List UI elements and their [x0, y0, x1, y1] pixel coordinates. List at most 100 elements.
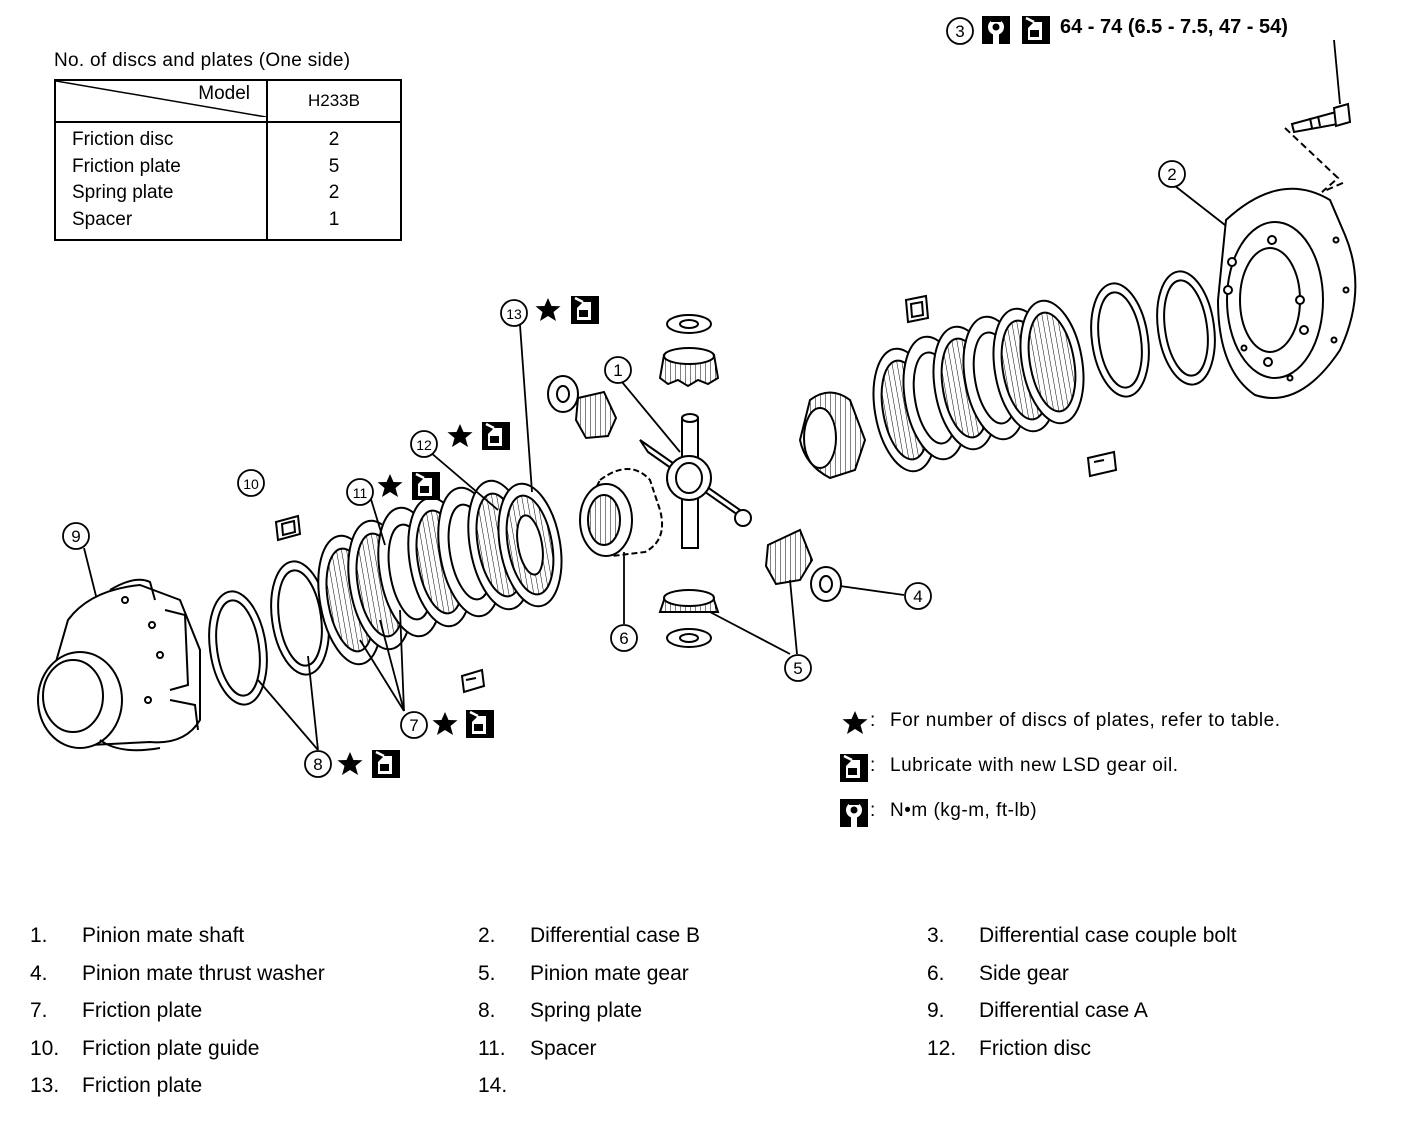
- couple-bolt: [1284, 102, 1352, 193]
- star-icon: [377, 474, 403, 497]
- callout-number: 7: [409, 716, 418, 735]
- oil-can-icon: [1020, 14, 1052, 46]
- star-icon: [535, 298, 561, 321]
- part-number: 9.: [927, 999, 945, 1022]
- callout-number: 3: [955, 22, 964, 41]
- discs-plates-table: Model H233B Friction disc Friction plate…: [54, 79, 402, 241]
- callout-number: 4: [913, 587, 922, 606]
- table-title: No. of discs and plates (One side): [54, 50, 351, 71]
- oil-can-icon: [410, 470, 442, 502]
- callout-number: 6: [619, 629, 628, 648]
- row-name: Friction disc: [72, 129, 174, 150]
- row-names: Friction disc Friction plate Spring plat…: [55, 122, 268, 240]
- part-item: 5. Pinion mate gear: [478, 962, 918, 992]
- part-item: 8.Spring plate: [478, 999, 918, 1029]
- row-value: 5: [328, 155, 340, 177]
- side-gear-left: [579, 468, 664, 558]
- row-name: Spacer: [72, 208, 133, 230]
- callout-circle: [500, 299, 528, 327]
- row-name: Friction plate: [72, 155, 181, 177]
- callout-1: 1: [604, 356, 632, 384]
- model-label: Model: [198, 83, 250, 104]
- callout-8: 8: [304, 750, 332, 778]
- callout-4: 4: [904, 582, 932, 610]
- callout-3: 3: [946, 17, 974, 45]
- callout-number: 13: [506, 306, 522, 322]
- legend-oil: :Lubricate with new LSD gear oil.: [870, 755, 1179, 776]
- callout-10: 10: [237, 469, 265, 497]
- part-number: 3.: [927, 924, 945, 947]
- part-label: Spring plate: [530, 999, 643, 1022]
- legend-star: :For number of discs of plates, refer to…: [870, 710, 1281, 731]
- legend-torque: :N•m (kg-m, ft-lb): [870, 800, 1038, 821]
- part-label: Spacer: [530, 1036, 597, 1060]
- differential-case-a: [37, 578, 201, 752]
- part-label: Friction disc: [979, 1036, 1092, 1060]
- star-icon: [447, 424, 473, 447]
- pinion-mate-shaft: [639, 413, 752, 549]
- legend-text: Lubricate with new LSD gear oil.: [890, 755, 1179, 776]
- part-item: 14.: [478, 1074, 918, 1104]
- callout-6: 6: [610, 624, 638, 652]
- model-header: H233B: [267, 80, 401, 123]
- row-name: Spring plate: [72, 182, 174, 203]
- left-disc-pack: [317, 479, 563, 666]
- callout-number: 12: [416, 437, 432, 453]
- part-item: 4. Pinion mate thrust washer: [30, 962, 470, 992]
- row-value: 2: [328, 129, 340, 150]
- part-number: 5.: [478, 961, 496, 985]
- part-number: 6.: [927, 961, 945, 985]
- callout-circle: [410, 430, 438, 458]
- part-number: 2.: [478, 924, 496, 947]
- callout-number: 11: [353, 485, 368, 501]
- callout-12: 12: [410, 430, 438, 458]
- part-label: Friction plate guide: [82, 1036, 260, 1060]
- row-value: 1: [328, 208, 340, 230]
- row-values: 2 5 2 1: [267, 122, 401, 240]
- part-label: Differential case A: [979, 999, 1148, 1022]
- callout-circle: [604, 356, 632, 384]
- part-number: 4.: [30, 961, 48, 985]
- callout-5: 5: [784, 654, 812, 682]
- table-corner-header: Model: [55, 80, 268, 123]
- callout-circle: [304, 750, 332, 778]
- callout-circle: [610, 624, 638, 652]
- spring-plates: [208, 560, 330, 706]
- callout-9: 9: [62, 522, 90, 550]
- leader-lines: [83, 39, 1341, 751]
- callout-circle: [946, 17, 974, 45]
- part-label: Pinion mate thrust washer: [82, 961, 325, 985]
- part-item: 7.Friction plate: [30, 999, 470, 1029]
- part-number: 12.: [927, 1036, 957, 1060]
- part-number: 10.: [30, 1036, 60, 1060]
- header-diagonal: [56, 81, 266, 117]
- right-spring-plates: [1090, 270, 1216, 398]
- part-number: 1.: [30, 924, 48, 947]
- callout-circle: [62, 522, 90, 550]
- oil-can-icon: [480, 420, 512, 452]
- callout-circle: [346, 478, 374, 506]
- callout-13: 13: [500, 299, 528, 327]
- torque-spec: 64 - 74 (6.5 - 7.5, 47 - 54): [1060, 16, 1288, 38]
- callout-number: 5: [793, 659, 802, 678]
- part-label: Pinion mate gear: [530, 961, 689, 985]
- row-value: 2: [328, 182, 340, 203]
- callout-number: 8: [313, 755, 322, 774]
- part-item: 2. Differential case B: [478, 924, 918, 954]
- torque-wrench-icon: [982, 16, 1010, 44]
- part-label: Differential case B: [530, 924, 701, 947]
- callout-2: 2: [1158, 160, 1186, 188]
- part-item: 11.Spacer: [478, 1037, 918, 1067]
- part-label: Friction plate: [82, 1074, 203, 1097]
- part-item: 9. Differential case A: [927, 999, 1367, 1029]
- part-number: 7.: [30, 999, 48, 1022]
- callout-number: 2: [1167, 165, 1176, 184]
- part-item: 12. Friction disc: [927, 1037, 1367, 1067]
- callout-circle: [784, 654, 812, 682]
- part-number: 13.: [30, 1074, 60, 1097]
- legend-text: For number of discs of plates, refer to …: [890, 710, 1281, 731]
- oil-can-icon: [464, 708, 496, 740]
- part-item: 6.Side gear: [927, 962, 1367, 992]
